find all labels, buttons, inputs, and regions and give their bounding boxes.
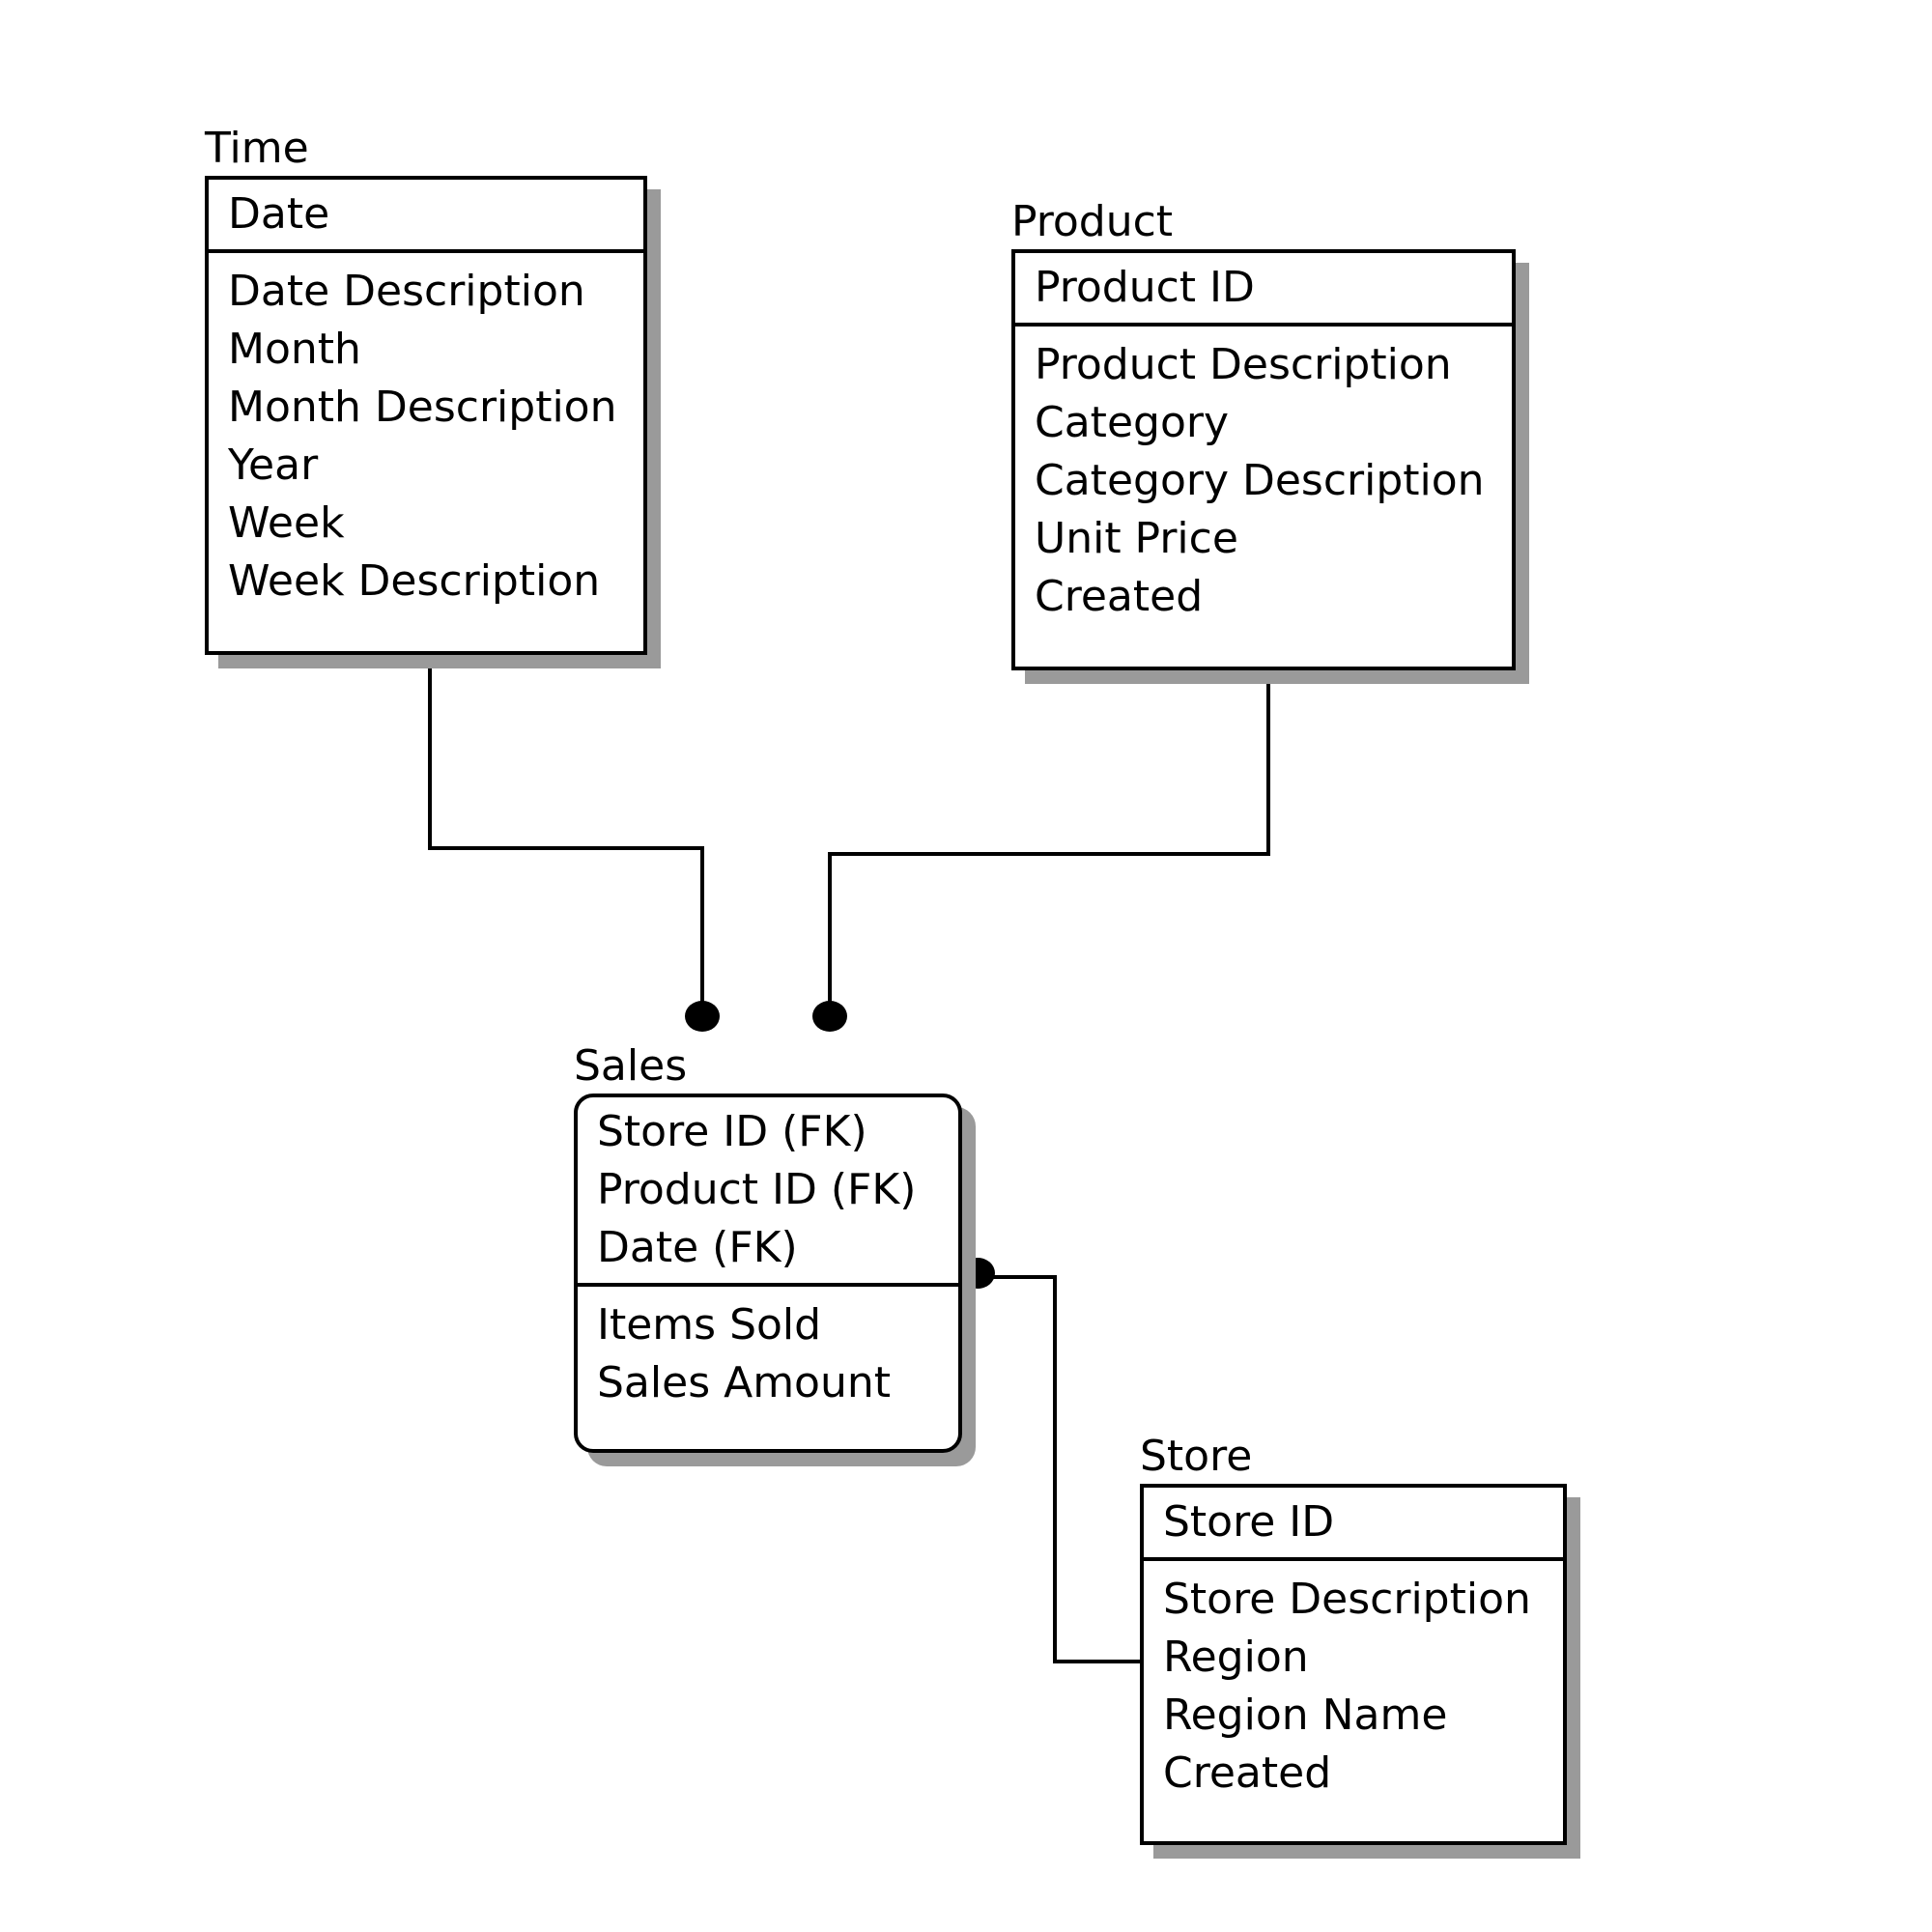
attribute: Week xyxy=(228,498,345,548)
relationship-end-dot xyxy=(960,1258,995,1289)
key-attribute: Date xyxy=(228,189,330,239)
attribute: Created xyxy=(1035,572,1204,621)
entity-attributes: Store Description Region Region Name Cre… xyxy=(1144,1561,1563,1808)
key-attribute: Date (FK) xyxy=(597,1223,798,1272)
attribute: Category Description xyxy=(1035,456,1485,505)
entity-attributes: Items Sold Sales Amount xyxy=(578,1287,958,1418)
key-attribute: Product ID xyxy=(1035,263,1255,312)
attribute: Month Description xyxy=(228,383,617,432)
attribute: Week Description xyxy=(228,556,601,606)
attribute: Region Name xyxy=(1163,1690,1448,1740)
relationship-store-sales xyxy=(983,1275,1140,1663)
entity-store[interactable]: Store ID Store Description Region Region… xyxy=(1140,1484,1567,1845)
attribute: Sales Amount xyxy=(597,1358,892,1407)
entity-keys: Store ID (FK) Product ID (FK) Date (FK) xyxy=(578,1097,958,1287)
entity-time[interactable]: Date Date Description Month Month Descri… xyxy=(205,176,647,655)
attribute: Items Sold xyxy=(597,1300,822,1350)
relationship-end-dot xyxy=(685,1001,720,1032)
entity-title-time: Time xyxy=(205,124,309,173)
relationship-product-sales xyxy=(828,676,1270,1009)
entity-keys: Product ID xyxy=(1015,253,1512,327)
entity-attributes: Date Description Month Month Description… xyxy=(209,253,643,616)
key-attribute: Store ID (FK) xyxy=(597,1107,867,1156)
attribute: Month xyxy=(228,325,361,374)
entity-attributes: Product Description Category Category De… xyxy=(1015,327,1512,632)
entity-title-sales: Sales xyxy=(574,1041,688,1091)
attribute: Created xyxy=(1163,1748,1332,1798)
relationship-time-sales xyxy=(428,663,704,1009)
entity-title-product: Product xyxy=(1011,197,1174,246)
attribute: Unit Price xyxy=(1035,514,1238,563)
entity-title-store: Store xyxy=(1140,1432,1253,1481)
entity-keys: Store ID xyxy=(1144,1488,1563,1561)
attribute: Store Description xyxy=(1163,1575,1531,1624)
attribute: Category xyxy=(1035,398,1229,447)
attribute: Region xyxy=(1163,1633,1309,1682)
relationship-end-dot xyxy=(812,1001,847,1032)
entity-keys: Date xyxy=(209,180,643,253)
attribute: Product Description xyxy=(1035,340,1452,389)
attribute: Year xyxy=(228,440,319,490)
entity-product[interactable]: Product ID Product Description Category … xyxy=(1011,249,1516,670)
key-attribute: Store ID xyxy=(1163,1497,1335,1547)
key-attribute: Product ID (FK) xyxy=(597,1165,917,1214)
attribute: Date Description xyxy=(228,267,585,316)
entity-sales[interactable]: Store ID (FK) Product ID (FK) Date (FK) … xyxy=(574,1094,962,1453)
